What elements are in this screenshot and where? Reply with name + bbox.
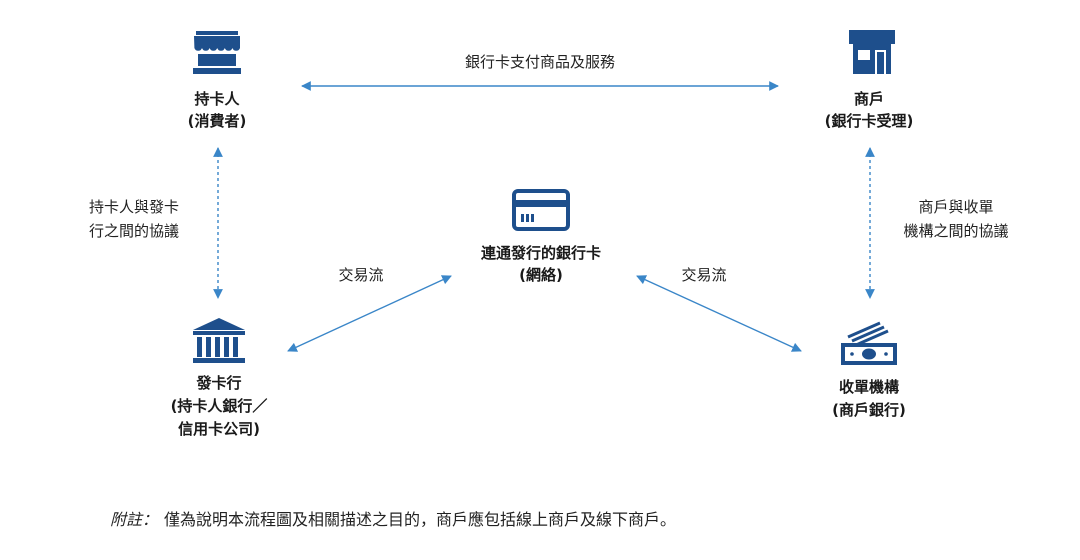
edge-label-left-2: 行之間的協議 bbox=[89, 222, 179, 240]
flow-diagram: 持卡人 (消費者) 商戶 (銀行卡受理) 連通發行的銀行卡 (網絡) 發卡行 (… bbox=[89, 30, 1009, 438]
edge-label-right-2: 機構之間的協議 bbox=[903, 222, 1008, 240]
cardholder-title: 持卡人 bbox=[194, 90, 240, 108]
acquirer-subtitle: (商戶銀行) bbox=[832, 401, 906, 419]
storefront-icon bbox=[193, 31, 241, 74]
issuer-title: 發卡行 bbox=[195, 374, 241, 392]
edge-label-diag-right: 交易流 bbox=[681, 266, 726, 284]
cardholder-subtitle: (消費者) bbox=[188, 112, 247, 130]
footnote-label: 附註： bbox=[110, 510, 159, 529]
merchant-title: 商戶 bbox=[854, 90, 884, 108]
issuer-subtitle-1: (持卡人銀行／ bbox=[171, 397, 268, 415]
arrow-diag-right bbox=[636, 275, 802, 352]
network-title: 連通發行的銀行卡 bbox=[481, 244, 601, 262]
edge-label-left-1: 持卡人與發卡 bbox=[89, 198, 179, 216]
edge-label-right-1: 商戶與收單 bbox=[918, 198, 993, 216]
issuer-subtitle-2: 信用卡公司) bbox=[178, 420, 260, 438]
merchant-subtitle: (銀行卡受理) bbox=[825, 112, 914, 130]
edge-label-diag-left: 交易流 bbox=[338, 266, 383, 284]
footnote-text: 僅為說明本流程圖及相關描述之目的，商戶應包括線上商戶及線下商戶。 bbox=[164, 510, 677, 529]
arrow-diag-left bbox=[287, 275, 452, 352]
cash-icon bbox=[841, 321, 897, 365]
footnote: 附註： 僅為說明本流程圖及相關描述之目的，商戶應包括線上商戶及線下商戶。 bbox=[110, 506, 676, 530]
acquirer-title: 收單機構 bbox=[839, 378, 899, 396]
edge-label-top: 銀行卡支付商品及服務 bbox=[465, 53, 615, 71]
bank-icon bbox=[193, 318, 245, 363]
credit-card-icon bbox=[512, 189, 570, 231]
network-subtitle: (網絡) bbox=[519, 266, 563, 284]
shop-icon bbox=[849, 30, 895, 74]
